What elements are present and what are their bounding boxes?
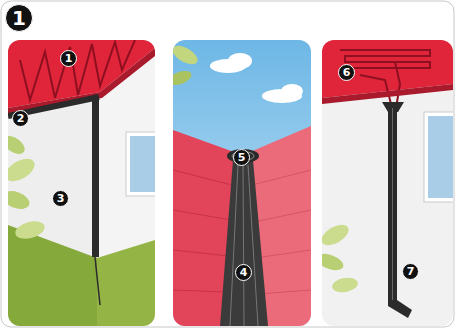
callout-number: 3 [52,190,69,207]
callout-number: 6 [338,64,355,81]
callout-number: 2 [12,110,29,127]
callout-number: 7 [402,263,419,280]
figure-number: 1 [5,4,33,32]
callout-number: 4 [235,264,252,281]
callout-number: 5 [233,149,250,166]
callout-number: 1 [60,50,77,67]
